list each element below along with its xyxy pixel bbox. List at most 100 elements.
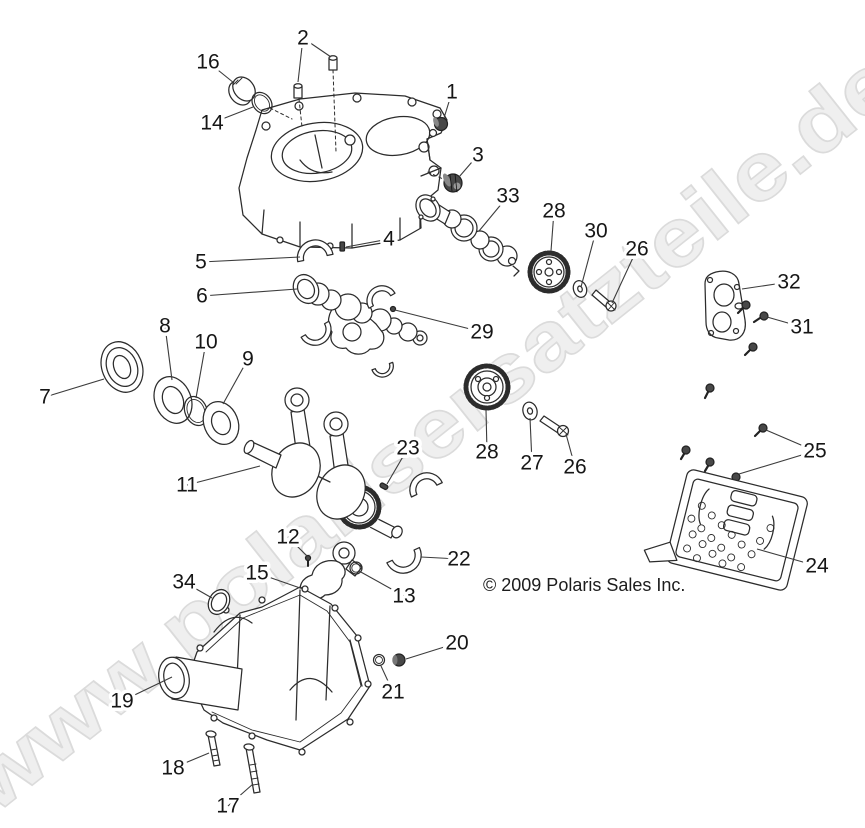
callout-5-leader	[200, 256, 301, 263]
callout-18: 18	[161, 757, 184, 780]
callout-13-leader	[358, 570, 405, 597]
bolt-26-bottom	[539, 415, 570, 438]
callout-4-leader	[345, 238, 390, 248]
callout-27-leader	[529, 417, 533, 464]
callout-10-leader	[195, 341, 207, 399]
oil-baffle-24	[643, 469, 808, 591]
callout-8-leader	[164, 325, 173, 381]
callout-28-bottom-leader	[485, 409, 488, 453]
callout-29-leader	[394, 309, 483, 333]
washer-27	[522, 401, 538, 421]
bolt-18	[205, 730, 221, 767]
callout-9: 9	[242, 348, 254, 371]
oring-14	[251, 91, 273, 115]
callout-30-leader	[580, 230, 597, 288]
assembly-axis-lines	[269, 69, 444, 683]
callout-6: 6	[196, 285, 208, 308]
callout-25-leader	[765, 429, 816, 452]
callout-26-bottom-leader	[565, 433, 576, 468]
plug-16	[228, 76, 256, 106]
plug-3	[442, 173, 463, 193]
callout-27: 27	[520, 452, 543, 475]
callout-14-leader	[211, 106, 254, 124]
callout-5: 5	[195, 251, 207, 274]
bearing-shell-lower	[300, 320, 332, 346]
bearing-8	[153, 376, 193, 424]
dowel-pin-2b	[328, 55, 338, 71]
callout-17-leader	[227, 783, 254, 807]
callout-22: 22	[447, 548, 470, 571]
bearing-shell-22b	[386, 546, 422, 574]
callout-34: 34	[172, 571, 196, 594]
callout-24: 24	[805, 555, 829, 578]
bearing-shell-small	[371, 361, 394, 378]
callout-9-leader	[222, 358, 249, 405]
breather-gasket-32	[704, 270, 746, 341]
callout-17: 17	[216, 795, 239, 818]
callout-28-top-leader	[550, 210, 555, 252]
callout-31: 31	[790, 316, 813, 339]
bolt-26-top	[591, 289, 617, 312]
callout-3-leader	[458, 154, 479, 178]
callout-33: 33	[496, 185, 519, 208]
callout-19: 19	[110, 690, 133, 713]
oring-13	[349, 561, 363, 575]
crank-gear-28	[463, 363, 511, 411]
washer-30	[572, 280, 588, 298]
callout-23: 23	[396, 437, 419, 460]
callout-3: 3	[472, 144, 484, 167]
lower-crankcase	[158, 585, 372, 756]
callout-26-top-leader	[611, 248, 638, 304]
callout-2-leader	[302, 37, 332, 58]
callout-28-top: 28	[542, 200, 565, 223]
callout-2: 2	[297, 27, 309, 50]
retainer-clip-29	[389, 305, 397, 313]
callout-25: 25	[803, 440, 826, 463]
callout-13: 13	[392, 585, 415, 608]
plug-20	[392, 653, 406, 667]
callout-16: 16	[196, 51, 219, 74]
callout-12: 12	[276, 526, 299, 549]
bearing-shell-5	[296, 239, 334, 263]
callout-33-leader	[478, 195, 509, 232]
camshaft	[415, 194, 520, 277]
callout-15-leader	[256, 572, 304, 590]
callout-8: 8	[159, 315, 171, 338]
callout-16-leader	[207, 61, 235, 84]
callout-21: 21	[381, 681, 404, 704]
crank-seal-7	[100, 341, 144, 393]
screw-31	[752, 311, 769, 324]
dowel-pin-4	[339, 241, 346, 252]
callout-4: 4	[383, 228, 395, 251]
pin-12	[304, 554, 312, 567]
callout-32-leader	[741, 281, 790, 290]
callout-28-bottom: 28	[475, 441, 498, 464]
callouts-layer: 1234567891011121314151617181920212223242…	[36, 23, 833, 821]
callout-30: 30	[584, 220, 607, 243]
bearing-9	[202, 401, 240, 445]
callout-15: 15	[245, 562, 268, 585]
callout-22-leader	[420, 556, 460, 560]
washer-21	[372, 653, 386, 667]
callout-19-leader	[121, 676, 173, 702]
callout-25-leader	[738, 450, 816, 475]
callout-2-leader	[297, 37, 304, 83]
upper-crankcase	[238, 92, 448, 250]
callout-20-leader	[405, 642, 458, 660]
bearing-shell-22a	[409, 472, 443, 498]
callout-7: 7	[39, 386, 51, 409]
balance-shaft-6	[292, 273, 428, 355]
callout-10: 10	[194, 331, 217, 354]
callout-23-leader	[386, 447, 409, 485]
bolt-17	[243, 743, 261, 794]
callout-31-leader	[766, 316, 803, 328]
callout-11: 11	[176, 474, 198, 497]
callout-1: 1	[446, 81, 458, 104]
bearing-shell-upper	[366, 285, 396, 309]
callout-11-leader	[186, 465, 261, 486]
callout-26-bottom: 26	[563, 456, 586, 479]
callout-26-top: 26	[625, 238, 648, 261]
callout-34-leader	[183, 581, 213, 599]
